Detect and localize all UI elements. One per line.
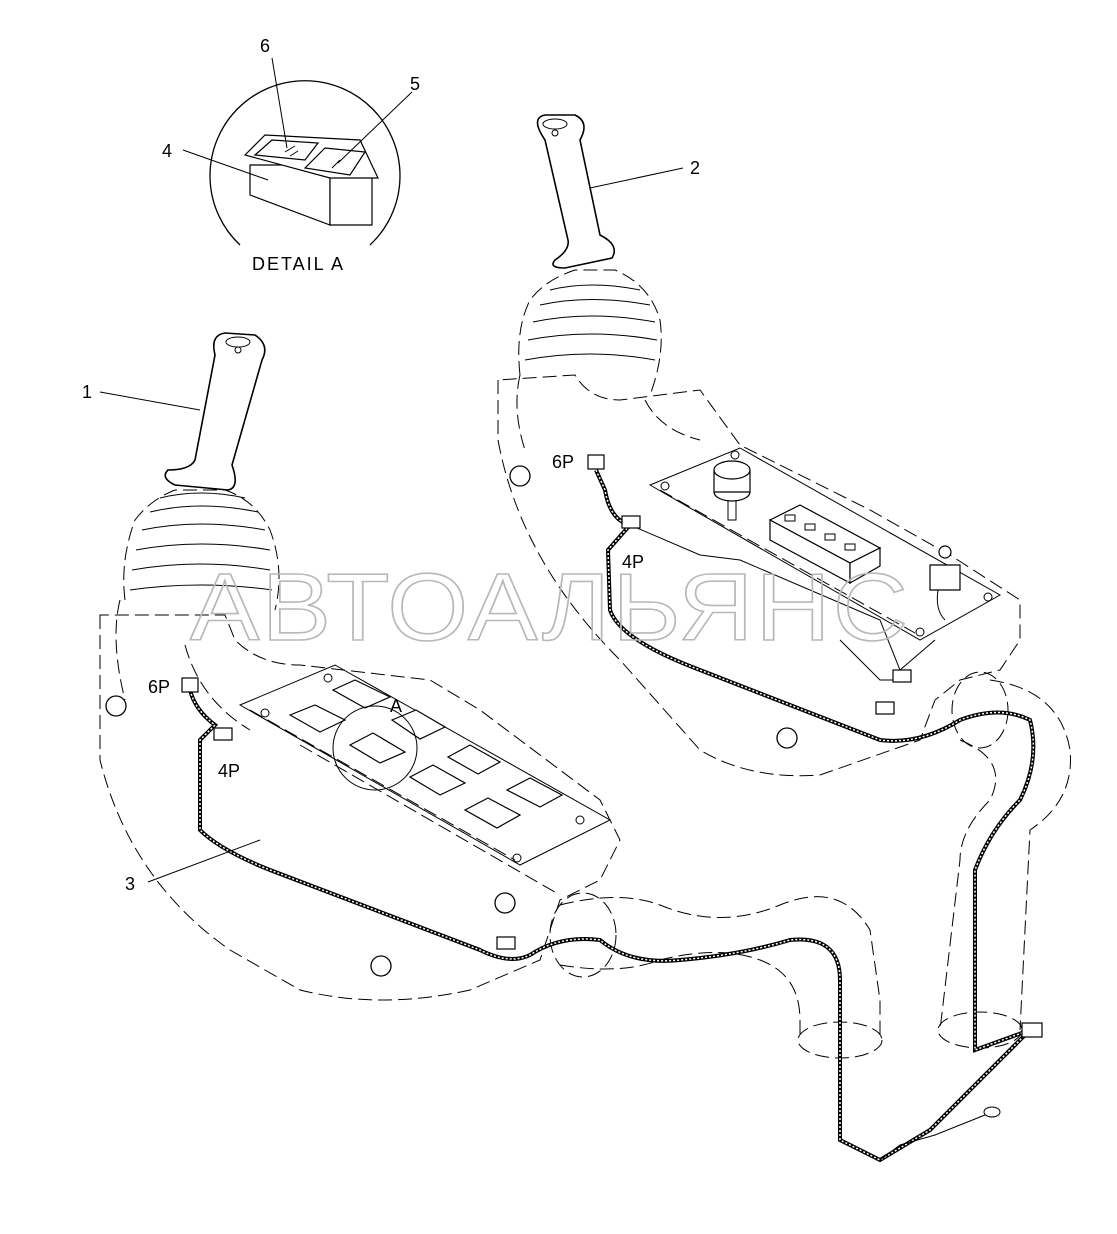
callout-1: 1: [82, 382, 92, 402]
left-6p-connector: [181, 677, 199, 693]
detail-a: DETAIL A 6 5 4: [162, 36, 420, 274]
harness-duct: [549, 671, 1071, 1059]
left-switch-panel: [288, 679, 564, 829]
ground-ring-terminal: [983, 1106, 1001, 1118]
harness-end-connector-left: [496, 936, 516, 950]
harness-end-connector-right: [1021, 1022, 1043, 1038]
detail-switch-illustration: [243, 134, 379, 226]
callout-3: 3: [125, 874, 135, 894]
left-console: A: [99, 599, 621, 1001]
right-knob: [713, 460, 751, 521]
label-left-6p: 6P: [148, 677, 170, 697]
right-console: [497, 374, 1021, 777]
callout-2: 2: [690, 158, 700, 178]
callout-detail-a: A: [390, 696, 402, 716]
watermark: АВТОАЛЬЯНС: [190, 554, 910, 661]
callout-5: 5: [410, 74, 420, 94]
right-control-module: [768, 504, 882, 585]
right-joystick: [518, 114, 662, 396]
detail-a-title: DETAIL A: [252, 254, 345, 274]
left-4p-connector: [213, 727, 233, 741]
callout-4: 4: [162, 141, 172, 161]
right-6p-connector: [587, 454, 605, 470]
left-joystick: [123, 332, 280, 611]
label-left-4p: 4P: [218, 761, 240, 781]
label-right-6p: 6P: [552, 452, 574, 472]
right-4p-connector: [621, 515, 641, 529]
right-sensor: [929, 545, 961, 621]
detail-a-reference-circle: [332, 705, 418, 791]
callout-6: 6: [260, 36, 270, 56]
label-right-4p: 4P: [622, 552, 644, 572]
item-callouts: 1 2 3: [82, 158, 700, 894]
wiring-harness: 6P 4P 6P 4P: [148, 452, 1043, 1163]
